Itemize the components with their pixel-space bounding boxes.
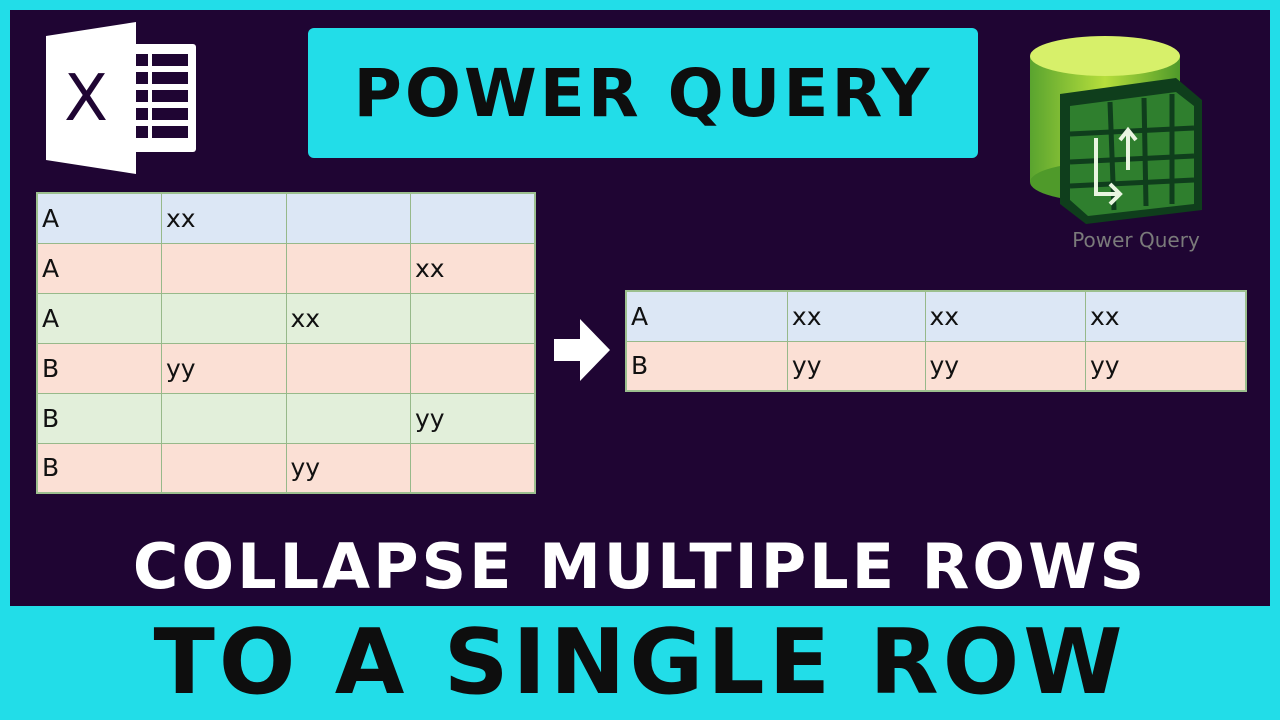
table-cell: A	[625, 290, 788, 342]
table-cell	[285, 192, 411, 244]
table-cell	[410, 192, 536, 244]
table-cell: xx	[924, 290, 1086, 342]
table-cell	[410, 442, 536, 494]
table-cell: B	[36, 342, 162, 394]
table-cell: yy	[1084, 340, 1247, 392]
table-cell: xx	[285, 292, 411, 344]
right-arrow-icon	[554, 319, 610, 381]
table-cell: B	[36, 392, 162, 444]
table-cell: xx	[410, 242, 536, 294]
title-banner: POWER QUERY	[308, 28, 978, 158]
table-cell: xx	[1084, 290, 1247, 342]
table-cell: xx	[786, 290, 926, 342]
bottom-title: TO A SINGLE ROW	[153, 609, 1127, 715]
excel-logo-icon: X	[46, 22, 196, 174]
subtitle: COLLAPSE MULTIPLE ROWS	[132, 530, 1148, 603]
thumbnail-stage: X POWER QUERY Power Que	[10, 10, 1270, 606]
table-cell	[285, 392, 411, 444]
power-query-logo-icon	[1030, 36, 1202, 224]
table-cell	[161, 392, 287, 444]
table-cell: B	[36, 442, 162, 494]
table-cell: A	[36, 242, 162, 294]
power-query-caption: Power Query	[1072, 228, 1200, 252]
table-cell	[161, 442, 287, 494]
table-cell: A	[36, 292, 162, 344]
table-cell	[161, 242, 287, 294]
table-cell: A	[36, 192, 162, 244]
table-cell: yy	[410, 392, 536, 444]
table-cell: B	[625, 340, 788, 392]
table-cell	[285, 342, 411, 394]
table-cell	[285, 242, 411, 294]
page-title: POWER QUERY	[353, 54, 933, 132]
table-cell: yy	[786, 340, 926, 392]
table-cell: yy	[161, 342, 287, 394]
excel-logo-letter: X	[64, 62, 108, 136]
table-cell	[161, 292, 287, 344]
table-cell: yy	[924, 340, 1086, 392]
table-cell: yy	[285, 442, 411, 494]
table-cell: xx	[161, 192, 287, 244]
table-cell	[410, 292, 536, 344]
table-cell	[410, 342, 536, 394]
